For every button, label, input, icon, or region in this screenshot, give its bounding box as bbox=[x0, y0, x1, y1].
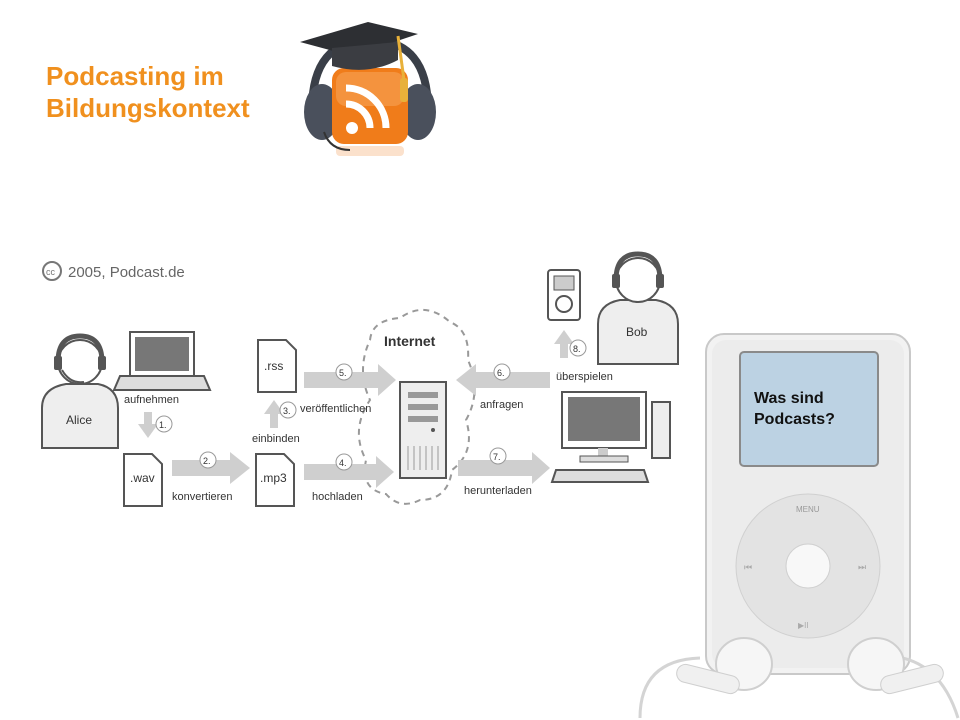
wav-label: .wav bbox=[130, 471, 155, 485]
bob-label: Bob bbox=[626, 325, 648, 339]
label-veroeffentlichen: veröffentlichen bbox=[300, 403, 371, 415]
podcast-logo-icon bbox=[300, 22, 436, 156]
ipod-text-line-1: Was sind bbox=[754, 390, 824, 407]
title-line-1: Podcasting im bbox=[46, 61, 224, 91]
arrow-step-6: 6. bbox=[456, 363, 550, 396]
alice-label: Alice bbox=[66, 413, 92, 427]
cc-icon bbox=[42, 261, 62, 281]
rss-file-icon: .rss bbox=[257, 339, 297, 393]
step-2: 2. bbox=[203, 456, 211, 466]
step-4: 4. bbox=[339, 458, 347, 468]
copyright-text: 2005, Podcast.de bbox=[68, 264, 185, 281]
ipod-screen-text: Was sind Podcasts? bbox=[754, 388, 874, 430]
server-icon bbox=[399, 381, 447, 479]
bob-icon: Bob bbox=[597, 251, 679, 365]
alice-icon: Alice bbox=[41, 333, 119, 449]
mp3-player-icon bbox=[547, 269, 581, 321]
arrow-step-8: 8. bbox=[554, 330, 587, 358]
mp3-file-icon: .mp3 bbox=[255, 453, 295, 507]
internet-label: Internet bbox=[384, 333, 436, 349]
earbuds-icon bbox=[638, 637, 960, 719]
wav-file-icon: .wav bbox=[123, 453, 163, 507]
laptop-icon bbox=[112, 331, 212, 391]
cc-mark: cc bbox=[46, 267, 56, 277]
rss-label: .rss bbox=[264, 359, 283, 373]
step-1: 1. bbox=[159, 420, 167, 430]
ipod-device: MENU ⏮ ⏭ ▶II bbox=[705, 333, 911, 675]
label-aufnehmen: aufnehmen bbox=[124, 394, 179, 406]
copyright: cc 2005, Podcast.de bbox=[42, 261, 185, 281]
label-konvertieren: konvertieren bbox=[172, 491, 233, 503]
next-icon: ⏭ bbox=[858, 562, 866, 572]
play-pause-icon: ▶II bbox=[798, 621, 809, 630]
arrow-step-5: 5. bbox=[304, 363, 396, 396]
internet-cloud-icon bbox=[357, 309, 476, 505]
step-3: 3. bbox=[283, 406, 291, 416]
arrow-step-3: 3. bbox=[264, 400, 297, 428]
label-anfragen: anfragen bbox=[480, 399, 523, 411]
step-5: 5. bbox=[339, 368, 347, 378]
ipod-screen bbox=[739, 351, 879, 467]
label-einbinden: einbinden bbox=[252, 433, 300, 445]
step-6: 6. bbox=[497, 368, 505, 378]
arrow-step-4: 4. bbox=[304, 453, 394, 488]
arrow-step-7: 7. bbox=[458, 447, 550, 484]
desktop-computer-icon bbox=[550, 391, 671, 483]
title-line-2: Bildungskontext bbox=[46, 93, 250, 123]
label-ueberspielen: überspielen bbox=[556, 371, 613, 383]
page-title: Podcasting im Bildungskontext bbox=[46, 60, 250, 124]
step-8: 8. bbox=[573, 344, 581, 354]
arrow-step-1: 1. bbox=[138, 412, 173, 438]
mp3-label: .mp3 bbox=[260, 471, 287, 485]
ipod-text-line-2: Podcasts? bbox=[754, 411, 835, 428]
label-hochladen: hochladen bbox=[312, 491, 363, 503]
prev-icon: ⏮ bbox=[744, 562, 752, 572]
step-7: 7. bbox=[493, 452, 501, 462]
menu-label: MENU bbox=[796, 505, 820, 514]
arrow-step-2: 2. bbox=[172, 451, 250, 484]
center-button bbox=[785, 543, 831, 589]
label-herunterladen: herunterladen bbox=[464, 485, 532, 497]
